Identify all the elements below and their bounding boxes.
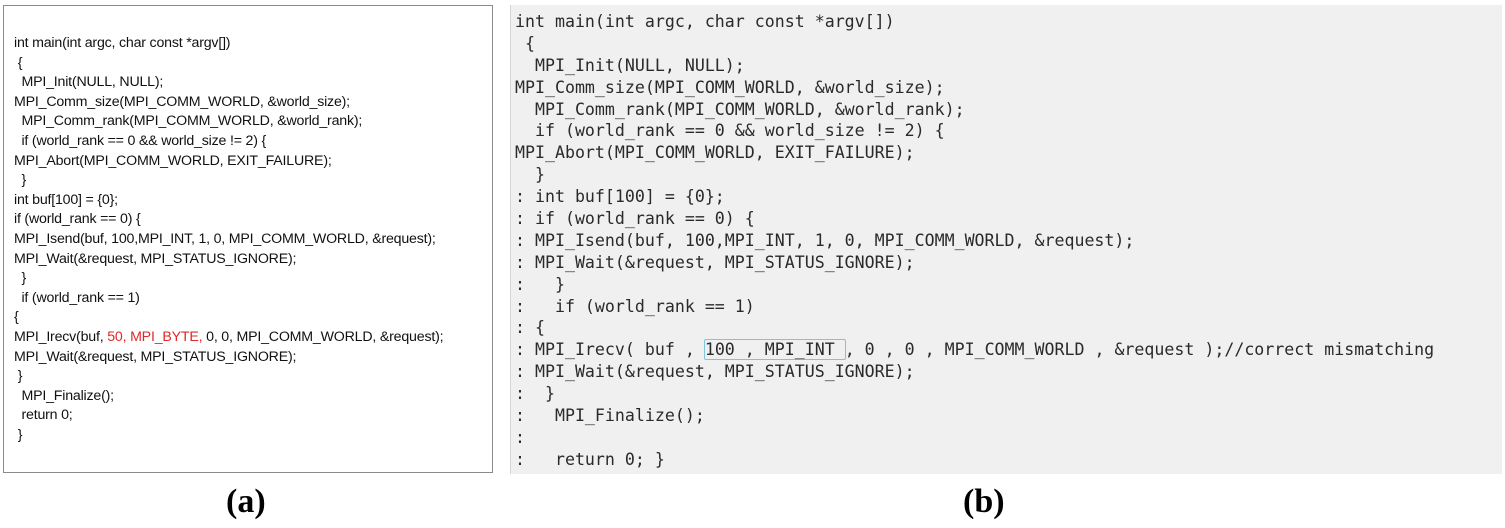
panel-b-code-line: : int buf[100] = {0}; (515, 187, 725, 207)
panel-a-code-line: } (14, 172, 27, 189)
panel-a-code-line: return 0; (14, 407, 73, 424)
panel-a-code-line: if (world_rank == 1) (14, 289, 140, 306)
panel-b-code-line: if (world_rank == 0 && world_size != 2) … (515, 121, 945, 141)
panel-a-code-line: MPI_Wait(&request, MPI_STATUS_IGNORE); (14, 250, 297, 267)
caption-a: (a) (226, 483, 266, 520)
panel-a-code-line: { (14, 309, 19, 326)
code-segment: MPI_Irecv(buf, (14, 328, 108, 345)
panel-b-code-line: : } (515, 274, 565, 294)
highlighted-mismatch-args: 50, MPI_BYTE, (107, 328, 203, 345)
panel-b-code-line: int main(int argc, char const *argv[]) (515, 12, 895, 31)
panel-a-code-line: int buf[100] = {0}; (14, 191, 118, 208)
panel-b-code-line: : if (world_rank == 0) { (515, 209, 755, 229)
panel-b-code-line: MPI_Comm_size(MPI_COMM_WORLD, &world_siz… (515, 77, 945, 97)
panel-a-code-line: MPI_Wait(&request, MPI_STATUS_IGNORE); (14, 348, 297, 365)
panel-a-code-line: } (14, 270, 27, 287)
panel-a-code-line: MPI_Comm_rank(MPI_COMM_WORLD, &world_ran… (14, 113, 363, 130)
panel-a-code-line: } (14, 368, 23, 385)
panel-a-code-line: int main(int argc, char const *argv[]) (14, 35, 231, 51)
highlighted-corrected-args: 100 , MPI_INT (703, 339, 846, 361)
panel-b-code-line: } (515, 165, 545, 185)
panel-a-code-line: if (world_rank == 0 && world_size != 2) … (14, 132, 267, 149)
panel-b-code-line: : MPI_Isend(buf, 100,MPI_INT, 1, 0, MPI_… (515, 230, 1135, 250)
panel-b-code-line: : MPI_Wait(&request, MPI_STATUS_IGNORE); (515, 252, 915, 272)
panel-b-code-line: MPI_Init(NULL, NULL); (515, 55, 745, 75)
panel-b-code-line: : if (world_rank == 1) (515, 296, 755, 316)
panel-a-code-line: MPI_Isend(buf, 100,MPI_INT, 1, 0, MPI_CO… (14, 230, 436, 247)
code-segment: 0, 0, MPI_COMM_WORLD, &request); (202, 328, 444, 345)
panel-a-code-line: { (14, 54, 23, 71)
code-segment: , 0 , 0 , MPI_COMM_WORLD , &request );//… (844, 340, 1435, 360)
panel-b-code-line: : MPI_Irecv( buf , 100 , MPI_INT , 0 , 0… (515, 339, 1434, 361)
panel-a-code-line: MPI_Finalize(); (14, 387, 114, 404)
panel-a-code-line: MPI_Abort(MPI_COMM_WORLD, EXIT_FAILURE); (14, 152, 332, 169)
panel-b-code-line: : } (515, 384, 555, 404)
panel-a-code-line: MPI_Init(NULL, NULL); (14, 74, 164, 91)
panel-b-code-line: { (515, 33, 535, 53)
code-panel-b: int main(int argc, char const *argv[]) {… (510, 5, 1502, 474)
panel-a-code-line: if (world_rank == 0) { (14, 211, 141, 228)
panel-a-code-line: } (14, 426, 23, 443)
code-segment: : MPI_Irecv( buf , (515, 340, 705, 360)
panel-a-code-line: MPI_Irecv(buf, 50, MPI_BYTE, 0, 0, MPI_C… (14, 328, 444, 348)
panel-b-code-line: : MPI_Finalize(); (515, 406, 705, 426)
code-panel-a: int main(int argc, char const *argv[]) {… (3, 5, 493, 473)
panel-b-code-line: : MPI_Wait(&request, MPI_STATUS_IGNORE); (515, 362, 915, 382)
panel-a-code-line: MPI_Comm_size(MPI_COMM_WORLD, &world_siz… (14, 93, 350, 110)
code-block-b: int main(int argc, char const *argv[]) {… (515, 11, 1434, 471)
caption-b: (b) (963, 483, 1005, 520)
panel-b-code-line: : { (515, 318, 545, 338)
code-block-a: int main(int argc, char const *argv[]) {… (14, 34, 444, 445)
panel-b-code-line: : (515, 427, 525, 447)
panel-b-code-line: MPI_Comm_rank(MPI_COMM_WORLD, &world_ran… (515, 99, 965, 119)
panel-b-code-line: : return 0; } (515, 449, 665, 469)
panel-b-code-line: MPI_Abort(MPI_COMM_WORLD, EXIT_FAILURE); (515, 143, 915, 163)
